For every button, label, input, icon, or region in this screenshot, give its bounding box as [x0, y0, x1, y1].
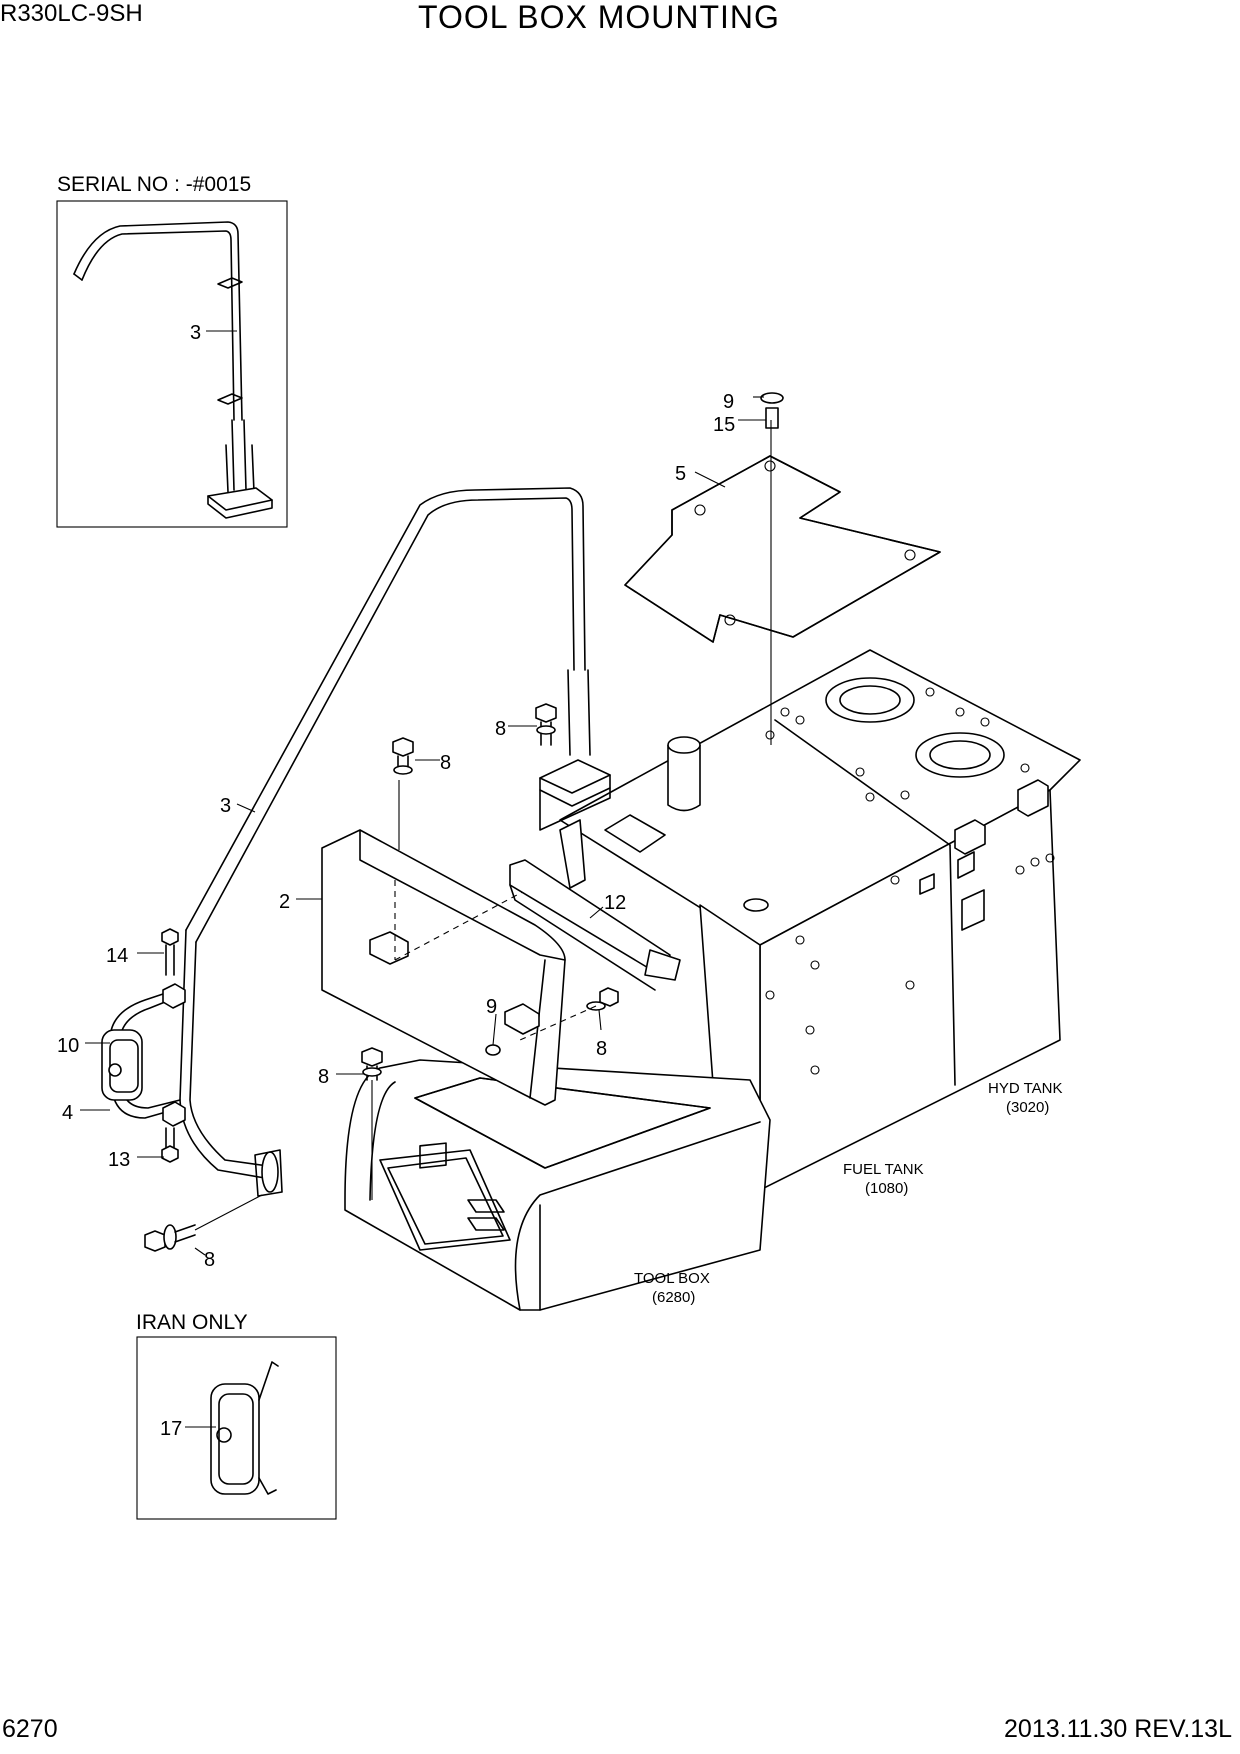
fuel-tank-label: FUEL TANK — [843, 1161, 924, 1178]
callout-leaders — [80, 396, 766, 1256]
callout-5: 5 — [675, 463, 686, 485]
floor-plate-5 — [624, 455, 941, 643]
handrail-3 — [179, 487, 611, 1197]
toolbox-cover-2 — [321, 829, 566, 1106]
tool-box-body: TOOL BOX (6280) — [344, 1059, 771, 1311]
iran-inset-frame — [136, 1336, 337, 1520]
iran-inset: 17 — [136, 1336, 337, 1520]
iran-callout-17: 17 — [160, 1418, 182, 1440]
top-fasteners — [760, 392, 784, 429]
callout-13: 13 — [108, 1149, 130, 1171]
page-number: 6270 — [2, 1715, 58, 1743]
callout-10: 10 — [57, 1035, 79, 1057]
mirror-10 — [101, 983, 186, 1127]
hyd-tank-label: HYD TANK — [988, 1080, 1062, 1097]
model-number: R330LC-9SH — [0, 0, 143, 27]
bracket-12 — [509, 819, 681, 991]
callout-2: 2 — [279, 891, 290, 913]
page-title: TOOL BOX MOUNTING — [418, 0, 780, 35]
callout-12: 12 — [604, 892, 626, 914]
callout-8-a: 8 — [440, 752, 451, 774]
inset-handrail — [73, 221, 273, 519]
callout-15: 15 — [713, 414, 735, 436]
serial-inset-caption: SERIAL NO : -#0015 — [57, 173, 252, 196]
callout-8-e: 8 — [204, 1249, 215, 1271]
revision-date: 2013.11.30 REV.13L — [1004, 1715, 1232, 1743]
iran-inset-caption: IRAN ONLY — [136, 1311, 248, 1334]
serial-inset-frame — [56, 200, 288, 528]
callout-3-handrail: 3 — [220, 795, 231, 817]
fuel-tank-code: (1080) — [865, 1180, 908, 1197]
serial-callout-3: 3 — [190, 322, 201, 344]
fasteners — [144, 703, 619, 1252]
callout-8-b: 8 — [495, 718, 506, 740]
callout-numbers: 9 15 5 8 8 3 2 12 9 8 8 14 10 4 13 8 — [57, 391, 735, 1271]
callout-9-top: 9 — [723, 391, 734, 413]
serial-inset: 3 — [56, 200, 288, 528]
callout-4: 4 — [62, 1102, 73, 1124]
inset-mirror — [210, 1361, 279, 1495]
callout-8-c: 8 — [318, 1066, 329, 1088]
tool-box-label: TOOL BOX — [634, 1270, 710, 1287]
tool-box-code: (6280) — [652, 1289, 695, 1306]
callout-8-d: 8 — [596, 1038, 607, 1060]
callout-14: 14 — [106, 945, 128, 967]
hyd-tank-code: (3020) — [1006, 1099, 1049, 1116]
callout-9-mid: 9 — [486, 996, 497, 1018]
